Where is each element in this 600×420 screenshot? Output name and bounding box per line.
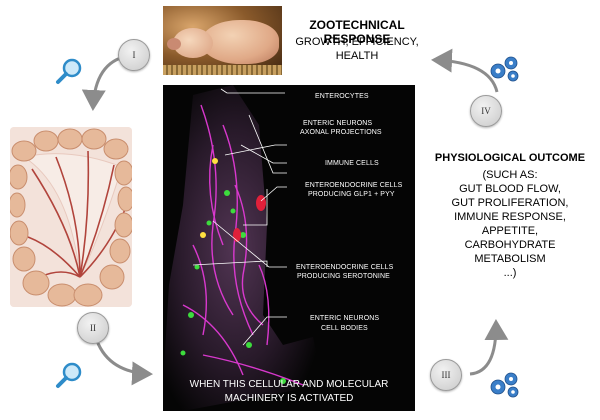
label-cell-bodies: CELL BODIES xyxy=(321,325,368,332)
micrograph-panel: ENTEROCYTES ENTERIC NEURONS AXONAL PROJE… xyxy=(163,85,415,411)
label-immune-cells: IMMUNE CELLS xyxy=(325,160,379,167)
arrow-step-iii xyxy=(469,319,509,376)
caption-line-1: WHEN THIS CELLULAR AND MOLECULAR xyxy=(189,379,389,390)
step-circle-iii: III xyxy=(430,359,462,391)
label-axonal-projections: AXONAL PROJECTIONS xyxy=(300,129,382,136)
step-circle-ii: II xyxy=(77,312,109,344)
label-enterocytes: ENTEROCYTES xyxy=(315,93,369,100)
physiological-line-5: APPETITE, xyxy=(481,225,539,237)
label-enteric-neurons-cell: ENTERIC NEURONS xyxy=(310,315,380,322)
label-enteric-neurons: ENTERIC NEURONS xyxy=(303,120,373,127)
label-enteroendocrine-glp1: ENTEROENDOCRINE CELLS xyxy=(305,182,403,189)
zootechnical-line-2: HEALTH xyxy=(335,50,379,62)
label-producing-serotonine: PRODUCING SEROTONINE xyxy=(297,273,390,280)
physiological-line-3: GUT PROLIFERATION, xyxy=(451,197,569,209)
label-producing-glp1-pyy: PRODUCING GLP1 + PYY xyxy=(308,191,395,198)
caption-line-2: MACHINERY IS ACTIVATED xyxy=(224,393,354,404)
physiological-line-4: IMMUNE RESPONSE, xyxy=(454,211,566,223)
intestine-photo xyxy=(10,127,132,307)
physiological-line-7: METABOLISM xyxy=(474,253,546,265)
gears-icon xyxy=(490,56,519,82)
step-circle-iv: IV xyxy=(470,95,502,127)
physiological-title: PHYSIOLOGICAL OUTCOME xyxy=(434,152,586,164)
magnifier-icon xyxy=(56,362,82,388)
zootechnical-items: GROWTH, EFFICIENCY, HEALTH xyxy=(287,35,427,63)
zootechnical-line-1: GROWTH, EFFICIENCY, xyxy=(295,36,419,48)
label-enteroendocrine-serotonine: ENTEROENDOCRINE CELLS xyxy=(296,264,394,271)
zootechnical-title: ZOOTECHNICAL RESPONSE xyxy=(309,18,405,46)
arrow-step-iv xyxy=(431,48,499,93)
physiological-line-6: CARBOHYDRATE xyxy=(464,239,556,251)
magnifier-icon xyxy=(56,58,82,84)
step-circle-i: I xyxy=(118,39,150,71)
physiological-line-1: (SUCH AS: xyxy=(482,169,538,181)
physiological-line-8: ...) xyxy=(503,267,517,279)
physiological-line-2: GUT BLOOD FLOW, xyxy=(459,183,561,195)
gears-icon xyxy=(490,372,519,398)
pig-photo xyxy=(163,6,282,75)
